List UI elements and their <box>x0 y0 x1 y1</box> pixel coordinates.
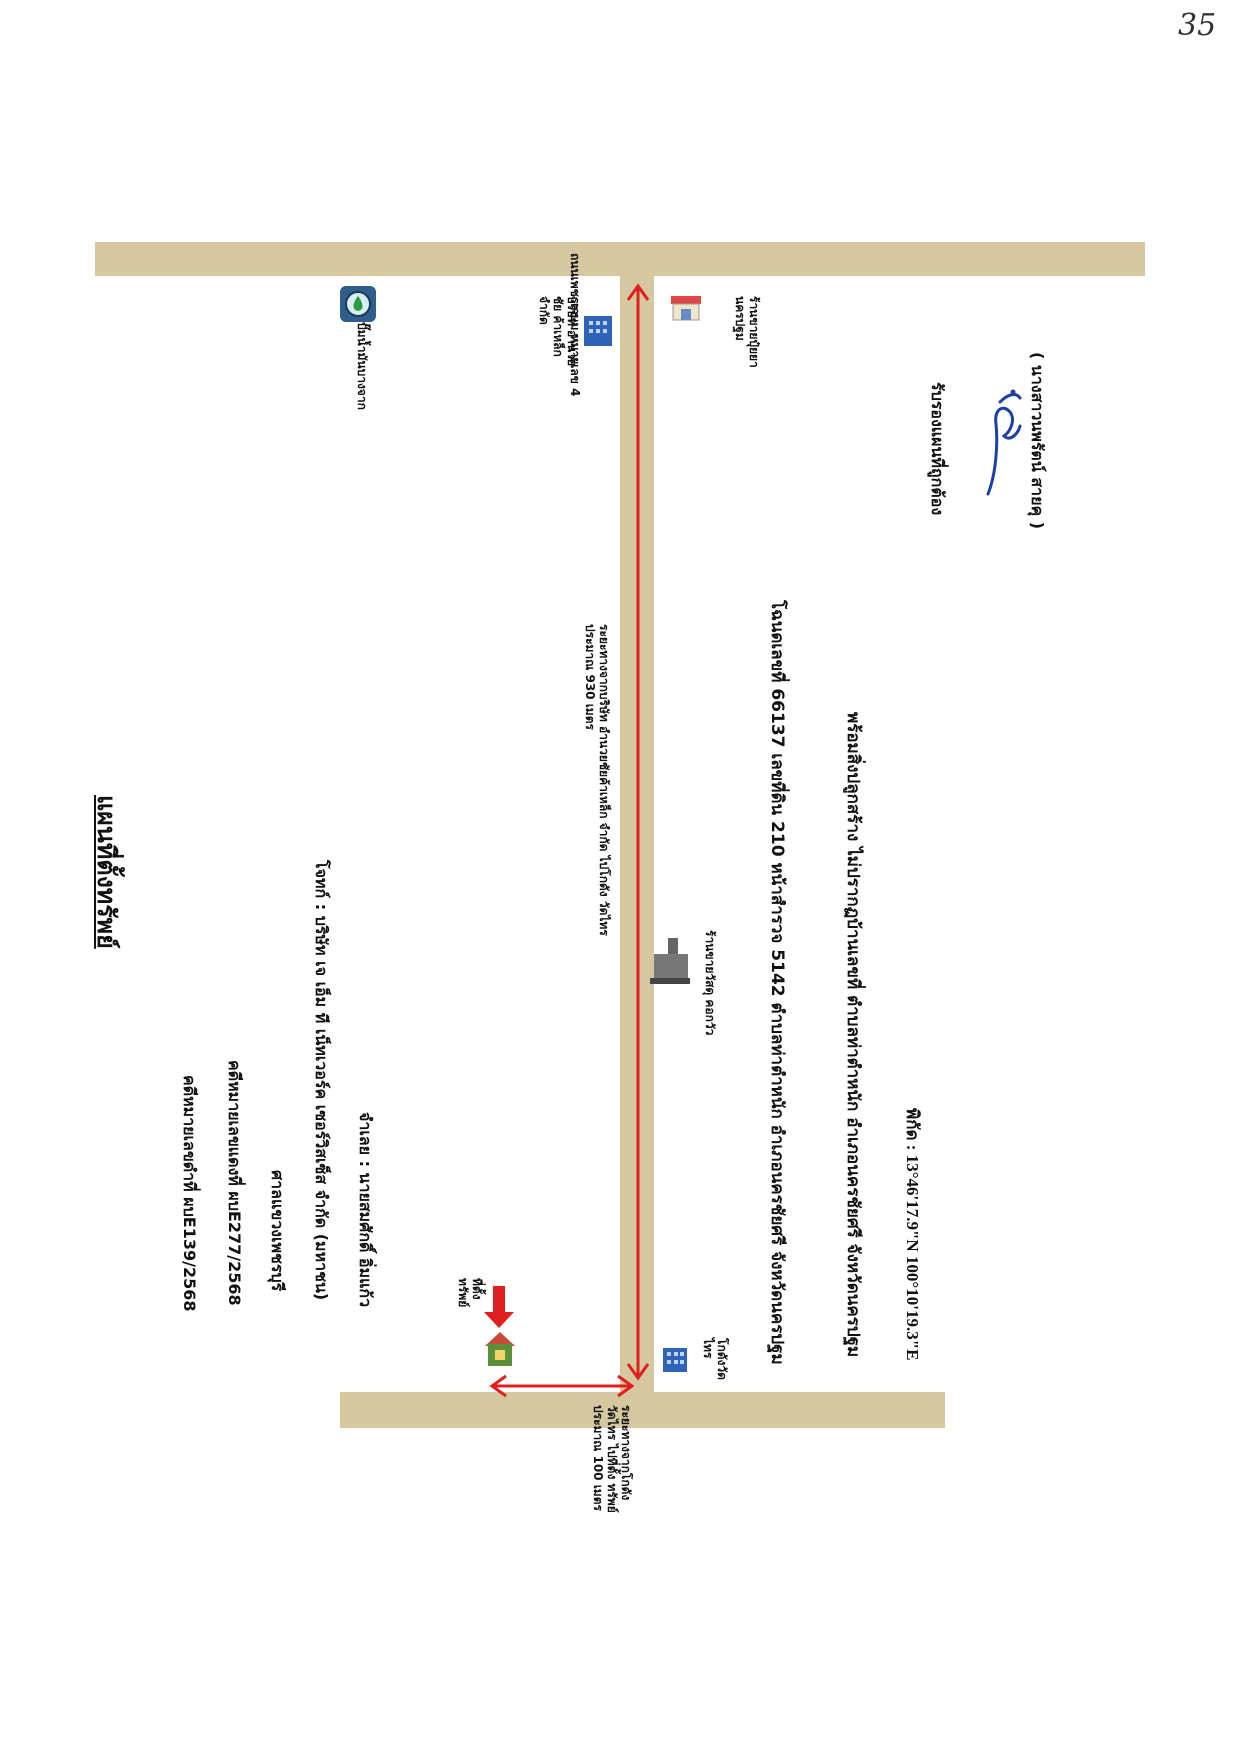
gas-station-icon <box>340 286 376 322</box>
warehouse-icon <box>650 938 690 984</box>
temple-warehouse-label: โกดังวัด ไทร <box>701 1338 729 1380</box>
company-label: บริษัท อำนวยชัย ค้าเหล็ก จำกัด <box>537 296 579 366</box>
page-number: 35 <box>1178 8 1217 43</box>
signature <box>986 389 1022 496</box>
shop-icon <box>671 296 701 321</box>
main-distance-label: ระยะทางจากบริษัท อำนวยชัยค้าเหล็ก จำกัด … <box>583 624 611 936</box>
shop-label: ร้านขายปุ๋ยยา นครปฐม <box>733 296 761 368</box>
certify-label: รับรองแผนที่ถูกต้อง <box>928 382 947 516</box>
building-text: พร้อมสิ่งปลูกสร้าง ไม่ปรากฏบ้านเลขที่ ตำ… <box>843 712 863 1358</box>
land-deed-text: โฉนดเลขที่ 66137 เลขที่ดิน 210 หน้าสำรวจ… <box>767 600 787 1365</box>
court-name: ศาลแขวงเพชรบุรี <box>268 1170 287 1292</box>
coordinates-text: พิกัด : 13°46'17.9"N 100°10'19.3"E <box>903 1108 922 1361</box>
company-building-icon <box>584 316 612 346</box>
property-label: ที่ตั้ง ทรัพย์ <box>456 1278 484 1308</box>
property-house-icon <box>484 1286 515 1366</box>
property-pointer-arrow <box>484 1286 514 1328</box>
gas-station-label: ปั๊มน้ำมันบางจาก <box>355 322 369 410</box>
defendant-label: จำเลย : นายสมศักดิ์ อิ่มแก้ว <box>356 1112 375 1308</box>
short-distance-label: ระยะทางจากโกดัง วัดไทร ไปที่ตั้ง ทรัพย์ … <box>591 1405 633 1513</box>
case-number-red: คดีหมายเลขแดงที่ ผบE277/2568 <box>225 1060 244 1306</box>
temple-warehouse-icon <box>663 1348 687 1372</box>
plaintiff-label: โจทก์ : บริษัท เจ เอ็ม ที เน็ทเวอร์ค เซอ… <box>312 860 331 1301</box>
main-road <box>95 242 1145 276</box>
side-road-bottom <box>340 1392 945 1428</box>
warehouse-label: ร้านขายวัสดุ คอกวัว <box>703 930 717 1036</box>
certifier-name: ( นางสาวนพรัตน์ สายคุ ) <box>1028 352 1047 530</box>
map-title: แผนที่ตั้งทรัพย์ <box>92 795 121 949</box>
case-number-black: คดีหมายเลขดำที่ ผบE139/2568 <box>180 1075 199 1312</box>
